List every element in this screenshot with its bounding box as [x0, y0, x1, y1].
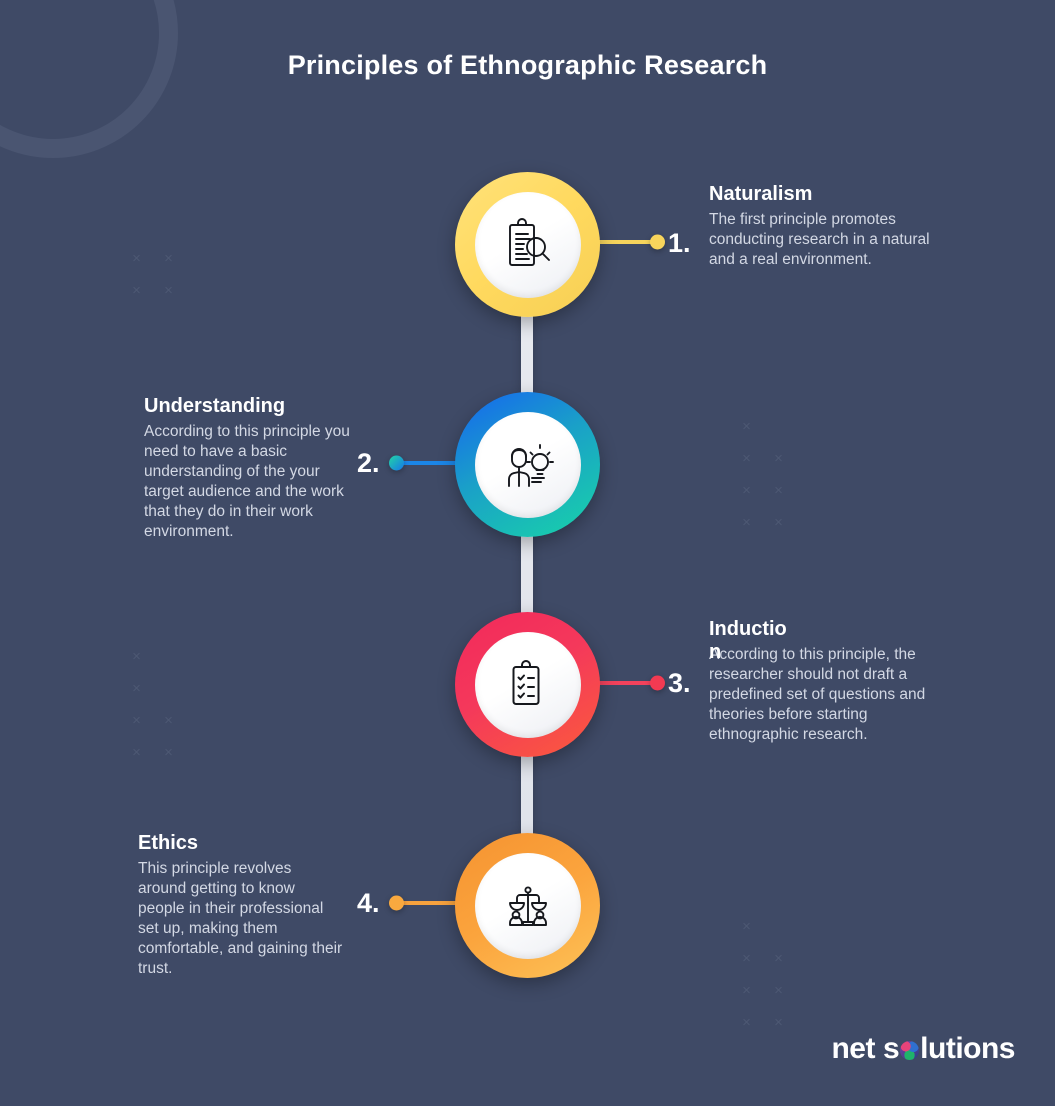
step-node-2[interactable]: [455, 392, 600, 537]
step-body-4: This principle revolves around getting t…: [138, 860, 343, 977]
connector-line-4: [389, 895, 460, 911]
scales-people-icon: [508, 885, 547, 926]
step-node-4-inner: [474, 852, 581, 959]
connector-dot-1: [650, 234, 665, 250]
step-text-2: Understanding According to this principl…: [144, 395, 352, 542]
step-node-2-inner: [474, 411, 581, 518]
cross-pattern-left-bottom: × × × × × ×: [130, 648, 190, 770]
step-number-1: 1.: [668, 228, 691, 258]
cross-icon: ×: [132, 712, 141, 729]
person-lightbulb-icon: [507, 443, 554, 487]
connector-dot-2: [389, 455, 404, 471]
step-heading-3-overflow: n: [709, 641, 722, 663]
step-text-3: Inductio n According to this principle, …: [709, 618, 944, 745]
step-node-4[interactable]: [455, 833, 600, 978]
step-number-2: 2.: [357, 448, 380, 478]
connector-line-2: [389, 455, 460, 471]
page-title: Principles of Ethnographic Research: [287, 50, 768, 80]
cross-icon: ×: [742, 918, 751, 935]
cross-icon: ×: [774, 1014, 783, 1031]
step-heading-4: Ethics: [138, 832, 199, 854]
cross-icon: ×: [132, 680, 141, 697]
step-heading-3: Inductio n: [709, 618, 795, 663]
cross-icon: ×: [742, 482, 751, 499]
cross-icon: ×: [164, 712, 173, 729]
cross-icon: ×: [742, 418, 751, 435]
connector-dot-4: [389, 895, 404, 911]
multicolor-sphere-icon: [900, 1041, 920, 1060]
cross-icon: ×: [164, 282, 173, 299]
step-node-1[interactable]: [455, 172, 600, 317]
cross-icon: ×: [132, 282, 141, 299]
step-node-3-inner: [474, 631, 581, 738]
clipboard-magnifier-icon: [508, 217, 550, 266]
cross-icon: ×: [742, 950, 751, 967]
cross-pattern-right-middle: × × × × × × ×: [740, 418, 800, 540]
step-number-3: 3.: [668, 668, 691, 698]
step-body-1: The first principle promotes conducting …: [709, 211, 930, 268]
cross-icon: ×: [132, 250, 141, 267]
step-node-3[interactable]: [455, 612, 600, 757]
cross-icon: ×: [742, 450, 751, 467]
logo-word-lutions: lutions: [920, 1032, 1015, 1065]
timeline-spine: [521, 250, 533, 910]
step-text-1: Naturalism The first principle promotes …: [709, 183, 941, 270]
logo-word-net: net: [831, 1032, 875, 1065]
cross-icon: ×: [742, 982, 751, 999]
step-heading-2: Understanding: [144, 395, 286, 417]
cross-icon: ×: [132, 744, 141, 761]
connector-line-3: [596, 675, 665, 691]
cross-icon: ×: [164, 744, 173, 761]
cross-icon: ×: [164, 250, 173, 267]
cross-icon: ×: [774, 482, 783, 499]
step-number-4: 4.: [357, 888, 380, 918]
step-body-2: According to this principle you need to …: [144, 423, 350, 540]
step-body-3: According to this principle, the researc…: [709, 646, 926, 743]
cross-pattern-right-bottom: × × × × × × ×: [740, 918, 800, 1040]
connector-dot-3: [650, 675, 665, 691]
cross-icon: ×: [774, 450, 783, 467]
brand-logo[interactable]: net s lutions: [831, 1032, 1015, 1066]
connector-line-1: [596, 234, 665, 250]
step-text-4: Ethics This principle revolves around ge…: [138, 832, 343, 979]
cross-icon: ×: [774, 982, 783, 999]
step-heading-1: Naturalism: [709, 183, 813, 205]
cross-icon: ×: [132, 648, 141, 665]
cross-icon: ×: [742, 1014, 751, 1031]
cross-icon: ×: [774, 950, 783, 967]
checklist-clipboard-icon: [512, 659, 539, 705]
step-node-1-inner: [474, 191, 581, 298]
cross-pattern-left-top: × × × ×: [130, 250, 190, 312]
step-heading-3-visible: Inductio: [709, 618, 787, 640]
cross-icon: ×: [774, 514, 783, 531]
logo-word-s: s: [882, 1032, 900, 1065]
cross-icon: ×: [742, 514, 751, 531]
